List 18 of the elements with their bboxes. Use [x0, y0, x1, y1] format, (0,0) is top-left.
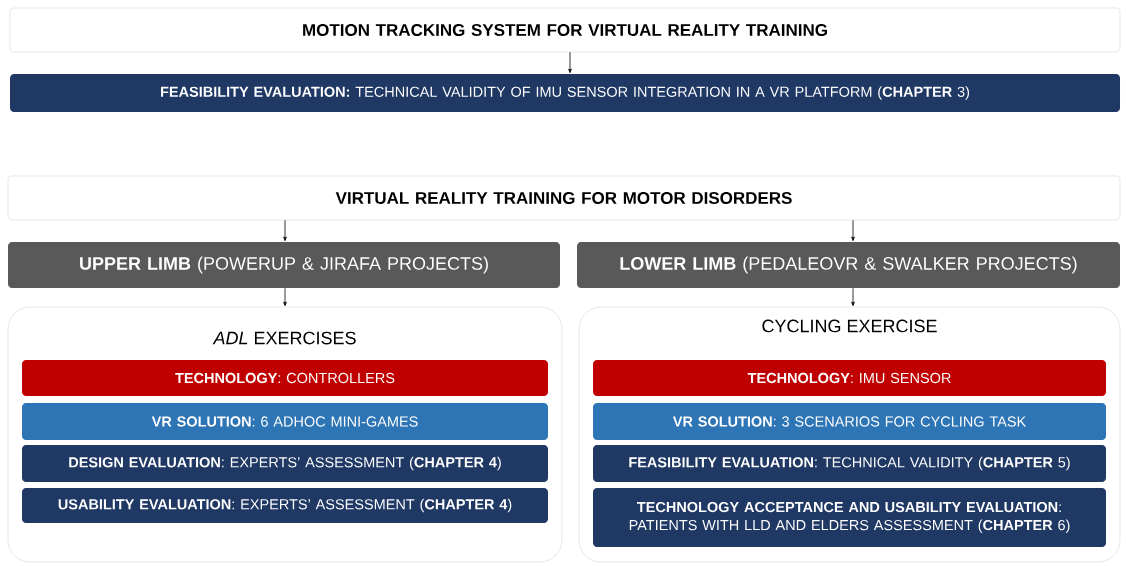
evaluation-band: FEASIBILITY EVALUATION: TECHNICAL VALIDITY (CHAPTER 5) — [593, 445, 1106, 482]
evaluation-band: DESIGN EVALUATION: EXPERTS’ ASSESSMENT (CHAPTER 4) — [22, 445, 548, 482]
evaluation-band: FEASIBILITY EVALUATION: TECHNICAL VALIDITY OF IMU SENSOR INTEGRATION IN A VR PLATFORM (CHAPTER 3) — [10, 74, 1120, 112]
solution-band: VR SOLUTION: 3 SCENARIOS FOR CYCLING TASK — [593, 403, 1106, 440]
arrow — [568, 51, 572, 74]
solution-band: VR SOLUTION: 6 ADHOC MINI-GAMES — [22, 403, 548, 440]
arrow — [851, 287, 855, 307]
arrow — [851, 219, 855, 242]
arrow — [283, 219, 287, 242]
evaluation-band: TECHNOLOGY ACCEPTANCE AND USABILITY EVALUATION: PATIENTS WITH LLD AND ELDERS ASSESSMENT (CHAPTER 6) — [593, 488, 1106, 547]
limb-box: UPPER LIMB (POWERUP & JIRAFA PROJECTS) — [8, 242, 560, 288]
technology-band: TECHNOLOGY: IMU SENSOR — [593, 360, 1106, 396]
technology-band: TECHNOLOGY: CONTROLLERS — [22, 360, 548, 396]
evaluation-band: USABILITY EVALUATION: EXPERTS’ ASSESSMENT (CHAPTER 4) — [22, 488, 548, 523]
arrow — [283, 287, 287, 307]
title-box: VIRTUAL REALITY TRAINING FOR MOTOR DISORDERS — [7, 175, 1121, 221]
limb-box: LOWER LIMB (PEDALEOVR & SWALKER PROJECTS) — [577, 242, 1120, 288]
title-box: MOTION TRACKING SYSTEM FOR VIRTUAL REALITY TRAINING — [9, 7, 1121, 53]
